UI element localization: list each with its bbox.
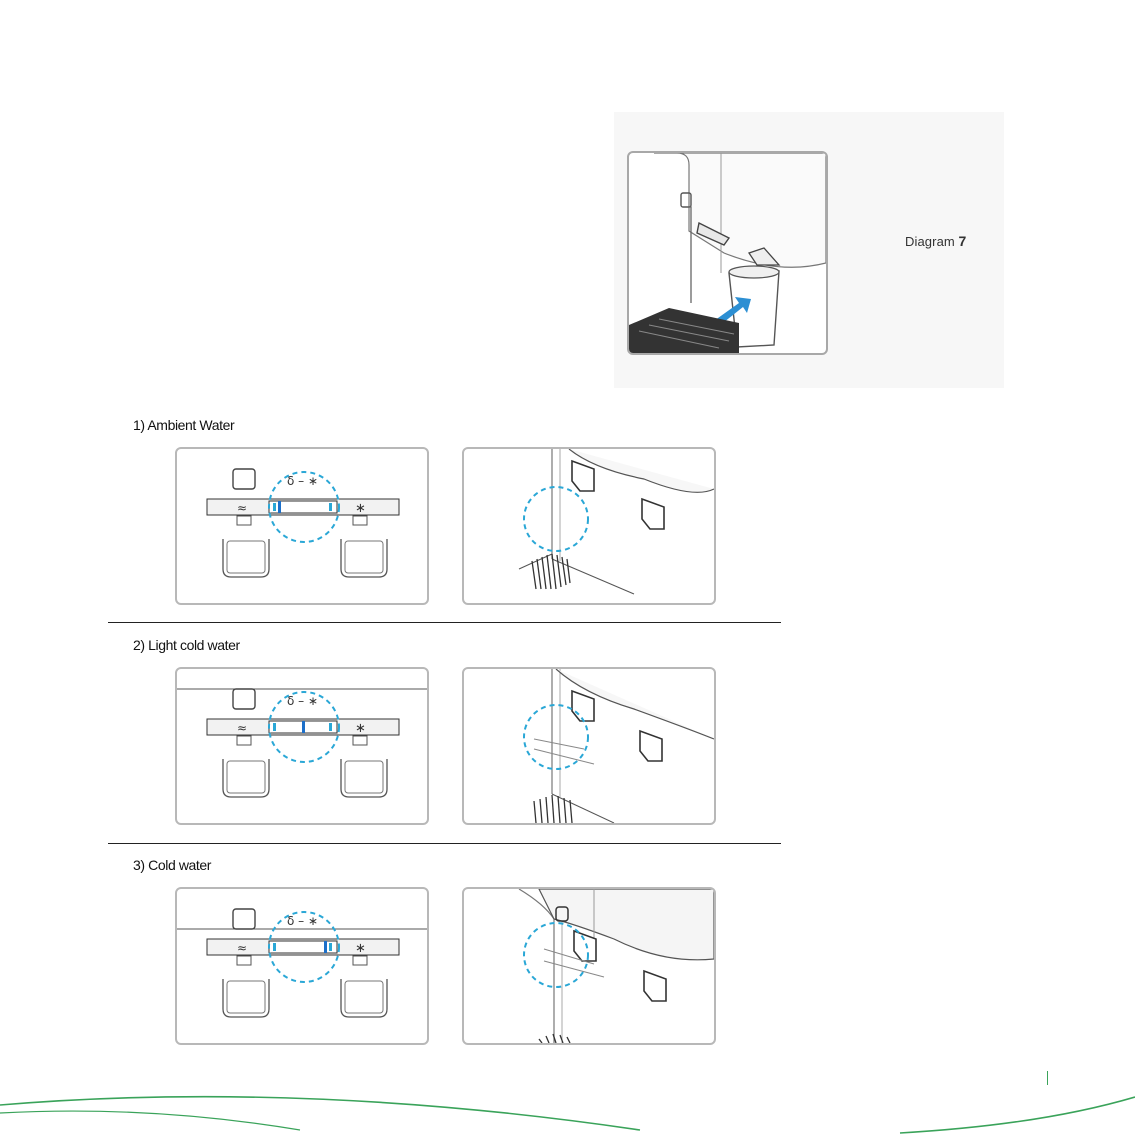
section-divider xyxy=(108,843,781,844)
hot-symbol: ≈ xyxy=(237,501,247,515)
control-panel-light-cold: δ – ∗ ≈ ∗ xyxy=(175,667,429,825)
temperature-scale-label: δ – ∗ xyxy=(287,914,318,928)
diagram-caption-label: Diagram xyxy=(905,234,955,249)
section-label-light-cold: 2) Light cold water xyxy=(133,637,240,653)
slider-marker xyxy=(278,501,281,513)
slider-marker xyxy=(324,941,327,953)
dispenser-detail-light-cold xyxy=(462,667,716,825)
hot-symbol: ≈ xyxy=(237,941,247,955)
footer-wave-decoration xyxy=(0,1085,1135,1135)
diagram-caption: Diagram 7 xyxy=(905,233,966,249)
diagram-caption-number: 7 xyxy=(959,233,967,249)
dispenser-detail-ambient xyxy=(462,447,716,605)
control-panel-cold: δ – ∗ ≈ ∗ xyxy=(175,887,429,1045)
cold-symbol: ∗ xyxy=(355,941,366,956)
control-panel-ambient: δ – ∗ ≈ ∗ xyxy=(175,447,429,605)
page-number-divider xyxy=(1047,1071,1048,1085)
temperature-scale-label: δ – ∗ xyxy=(287,474,318,488)
slider-marker xyxy=(302,721,305,733)
cold-symbol: ∗ xyxy=(355,501,366,516)
cold-symbol: ∗ xyxy=(355,721,366,736)
section-divider xyxy=(108,622,781,623)
section-label-cold: 3) Cold water xyxy=(133,857,211,873)
diagram-7-photo xyxy=(627,151,828,355)
hot-symbol: ≈ xyxy=(237,721,247,735)
dispenser-detail-cold xyxy=(462,887,716,1045)
temperature-scale-label: δ – ∗ xyxy=(287,694,318,708)
section-label-ambient: 1) Ambient Water xyxy=(133,417,234,433)
